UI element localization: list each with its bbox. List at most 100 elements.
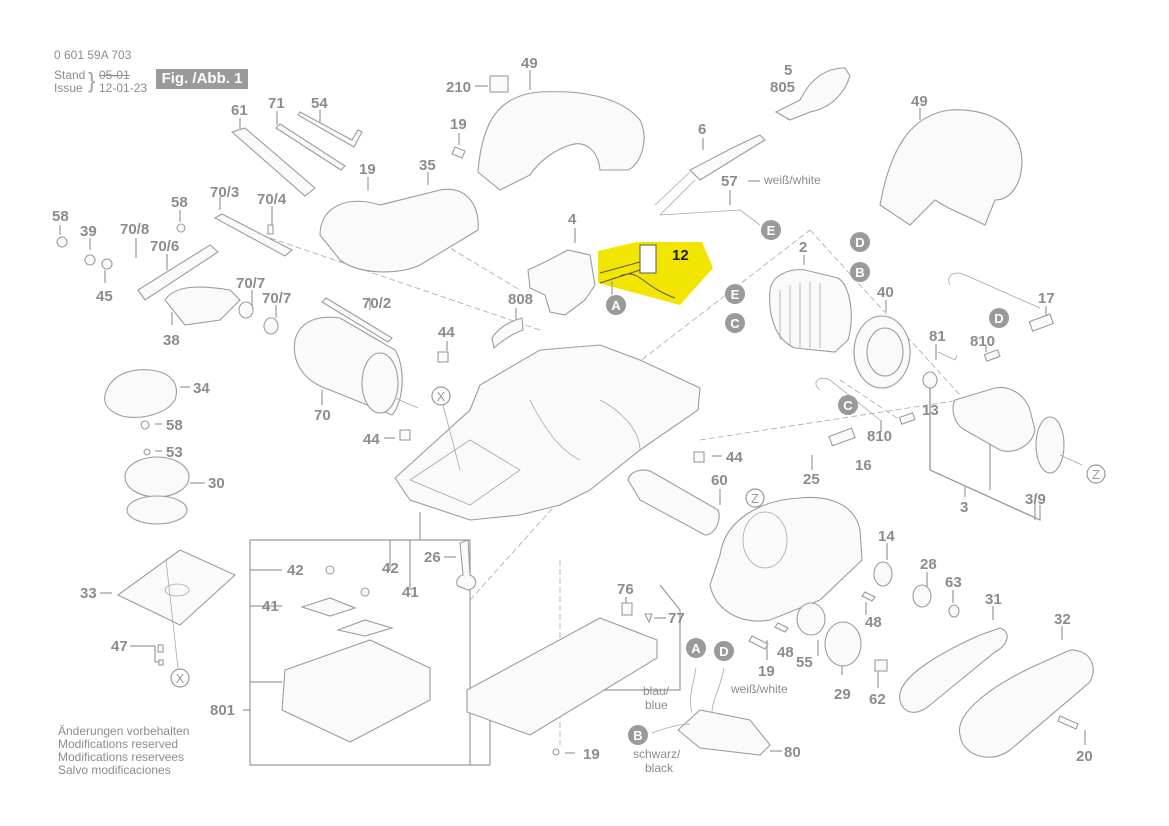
part-front-handle[interactable] — [477, 91, 645, 191]
label-80[interactable]: 80 — [784, 744, 801, 761]
label-54[interactable]: 54 — [311, 95, 328, 112]
label-35[interactable]: 35 — [419, 157, 436, 174]
label-81[interactable]: 81 — [929, 328, 946, 345]
label-5[interactable]: 5 — [784, 62, 792, 79]
label-57[interactable]: 57 — [721, 173, 738, 190]
part-main-housing[interactable] — [394, 344, 701, 521]
label-3[interactable]: 3 — [960, 499, 968, 516]
connector-A-2[interactable]: A — [686, 638, 706, 658]
label-41b[interactable]: 41 — [402, 584, 419, 601]
marker-X-2[interactable]: X — [170, 668, 190, 688]
label-39[interactable]: 39 — [80, 223, 97, 240]
label-70-4[interactable]: 70/4 — [257, 191, 287, 208]
label-17[interactable]: 17 — [1038, 290, 1055, 307]
label-42b[interactable]: 42 — [382, 560, 399, 577]
label-16[interactable]: 16 — [855, 457, 872, 474]
marker-Z-1[interactable]: Z — [745, 488, 765, 508]
connector-C-1[interactable]: C — [725, 313, 745, 333]
part-stator-2[interactable] — [769, 269, 852, 353]
label-70-3[interactable]: 70/3 — [210, 184, 239, 201]
connector-E-1[interactable]: E — [761, 220, 781, 240]
label-48a[interactable]: 48 — [865, 614, 882, 631]
label-29[interactable]: 29 — [834, 686, 851, 703]
part-31-drive-belt[interactable] — [899, 627, 1008, 713]
label-801[interactable]: 801 — [210, 702, 235, 719]
label-2[interactable]: 2 — [799, 239, 807, 256]
connector-D-1[interactable]: D — [850, 232, 870, 252]
label-805[interactable]: 805 — [770, 79, 795, 96]
label-60[interactable]: 60 — [711, 472, 728, 489]
label-62[interactable]: 62 — [869, 691, 886, 708]
label-49a[interactable]: 49 — [521, 55, 538, 72]
part-25-belt-cover[interactable] — [709, 496, 863, 622]
part-32-side-cover[interactable] — [958, 649, 1094, 758]
label-38[interactable]: 38 — [163, 332, 180, 349]
label-61[interactable]: 61 — [231, 102, 248, 119]
label-70-7b[interactable]: 70/7 — [262, 290, 291, 307]
label-70-7a[interactable]: 70/7 — [236, 275, 265, 292]
label-810a[interactable]: 810 — [970, 333, 995, 350]
label-58b[interactable]: 58 — [171, 194, 188, 211]
connector-B-1[interactable]: B — [850, 262, 870, 282]
label-58a[interactable]: 58 — [52, 208, 69, 225]
label-44b[interactable]: 44 — [363, 431, 380, 448]
label-28[interactable]: 28 — [920, 556, 937, 573]
label-12[interactable]: 12 — [672, 247, 689, 264]
marker-Z-2[interactable]: Z — [1086, 464, 1106, 484]
label-49b[interactable]: 49 — [911, 93, 928, 110]
label-41a[interactable]: 41 — [262, 598, 279, 615]
label-19a[interactable]: 19 — [450, 116, 467, 133]
label-25[interactable]: 25 — [803, 471, 820, 488]
label-30[interactable]: 30 — [208, 475, 225, 492]
label-20[interactable]: 20 — [1076, 748, 1093, 765]
part-tray[interactable] — [466, 617, 658, 736]
label-44c[interactable]: 44 — [726, 449, 743, 466]
part-80-switch-box[interactable] — [677, 709, 771, 756]
part-switch-4[interactable] — [527, 249, 596, 316]
label-26[interactable]: 26 — [424, 549, 441, 566]
connector-C-2[interactable]: C — [838, 395, 858, 415]
label-32[interactable]: 32 — [1054, 611, 1071, 628]
label-4[interactable]: 4 — [568, 211, 577, 228]
label-34[interactable]: 34 — [193, 380, 210, 397]
connector-B-2[interactable]: B — [628, 725, 648, 745]
connector-D-2[interactable]: D — [989, 308, 1009, 328]
label-45[interactable]: 45 — [96, 288, 113, 305]
label-42a[interactable]: 42 — [287, 562, 304, 579]
part-handle-grip[interactable] — [879, 109, 1023, 226]
marker-X-1[interactable]: X — [431, 386, 451, 406]
label-40[interactable]: 40 — [877, 284, 894, 301]
label-71[interactable]: 71 — [268, 95, 285, 112]
label-19c[interactable]: 19 — [758, 663, 775, 680]
connector-D-3[interactable]: D — [714, 641, 734, 661]
label-19b[interactable]: 19 — [359, 161, 376, 178]
label-58c[interactable]: 58 — [166, 417, 183, 434]
label-77[interactable]: 77 — [668, 610, 685, 627]
part-34-knob[interactable] — [104, 369, 177, 418]
label-3-9[interactable]: 3/9 — [1025, 491, 1046, 508]
label-13[interactable]: 13 — [922, 402, 939, 419]
label-44a[interactable]: 44 — [438, 324, 455, 341]
label-55[interactable]: 55 — [796, 654, 813, 671]
label-808[interactable]: 808 — [508, 291, 533, 308]
part-801-base[interactable] — [281, 639, 431, 743]
label-14[interactable]: 14 — [878, 528, 895, 545]
label-6[interactable]: 6 — [698, 121, 706, 138]
label-70-6[interactable]: 70/6 — [150, 238, 179, 255]
label-33[interactable]: 33 — [80, 585, 97, 602]
label-810b[interactable]: 810 — [867, 428, 892, 445]
label-63[interactable]: 63 — [945, 574, 962, 591]
connector-A-1[interactable]: A — [606, 295, 626, 315]
connector-E-2[interactable]: E — [725, 284, 745, 304]
label-31[interactable]: 31 — [985, 591, 1002, 608]
label-76[interactable]: 76 — [617, 581, 634, 598]
part-armature-3[interactable] — [952, 386, 1036, 452]
label-70-2[interactable]: 70/2 — [362, 295, 391, 312]
label-210[interactable]: 210 — [446, 79, 471, 96]
label-19d[interactable]: 19 — [583, 746, 600, 763]
label-47[interactable]: 47 — [111, 638, 128, 655]
label-48b[interactable]: 48 — [777, 644, 794, 661]
label-53[interactable]: 53 — [166, 444, 183, 461]
label-70-8[interactable]: 70/8 — [120, 221, 149, 238]
label-70[interactable]: 70 — [314, 407, 331, 424]
